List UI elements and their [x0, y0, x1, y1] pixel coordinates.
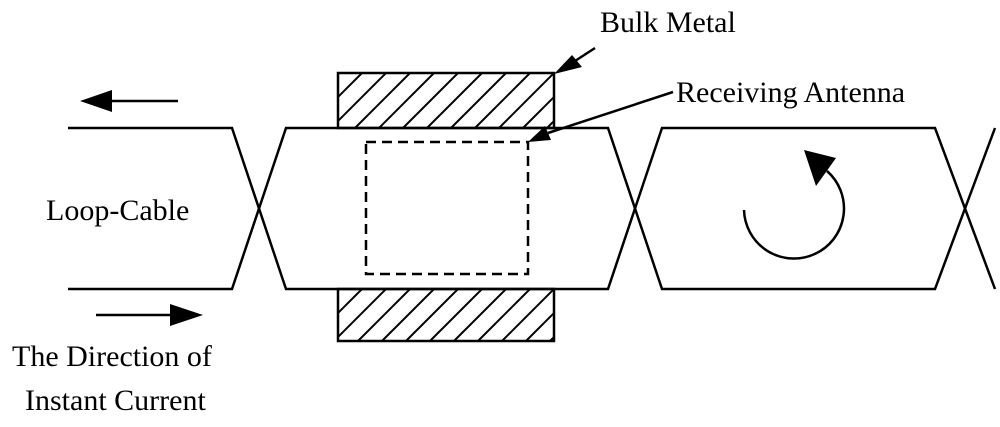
bulk-metal-pointer — [554, 46, 596, 74]
hatch-line — [498, 73, 554, 128]
hatch-line — [338, 73, 363, 99]
loop-cable — [68, 126, 997, 291]
receiving-antenna-label: Receiving Antenna — [676, 76, 905, 109]
hatch-line — [354, 73, 411, 128]
arrow-right-icon — [96, 304, 203, 326]
direction-label-line2: Instant Current — [25, 384, 206, 417]
hatch-line — [571, 73, 626, 128]
hatch-line — [426, 73, 483, 128]
hatch-line — [522, 95, 554, 128]
hatch-line — [338, 289, 387, 339]
bulk-metal-label: Bulk Metal — [600, 6, 736, 39]
hatch-line — [405, 289, 459, 341]
bulk-metal-top — [336, 71, 626, 130]
bulk-metal-bottom — [336, 287, 626, 343]
hatch-line — [450, 73, 507, 128]
hatch-line — [549, 335, 554, 341]
hatch-line — [338, 73, 387, 123]
hatch-line — [525, 311, 554, 341]
hatch-line — [574, 289, 626, 341]
hatch-line — [429, 289, 483, 341]
hatch-line — [338, 289, 339, 291]
circular-arrow-icon — [742, 150, 846, 260]
arrow-left-icon — [80, 90, 178, 112]
hatch-line — [402, 73, 459, 128]
receiving-antenna — [364, 140, 530, 276]
hatch-line — [453, 289, 507, 341]
hatch-line — [501, 289, 554, 341]
hatch-line — [357, 289, 411, 341]
hatch-line — [378, 73, 435, 128]
hatch-line — [338, 289, 363, 315]
hatch-line — [381, 289, 435, 341]
receiving-antenna-pointer — [528, 90, 674, 142]
hatch-line — [477, 289, 531, 341]
hatch-line — [474, 73, 531, 128]
direction-label-line1: The Direction of — [12, 340, 212, 373]
hatch-line — [338, 73, 339, 75]
loop-cable-label: Loop-Cable — [46, 194, 189, 227]
